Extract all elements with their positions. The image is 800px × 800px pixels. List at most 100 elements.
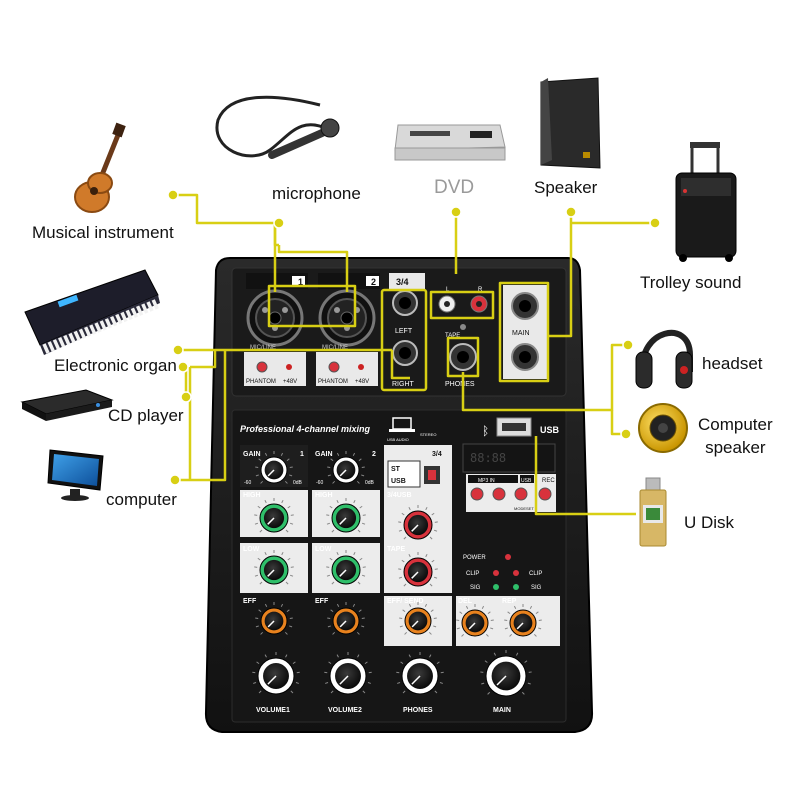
tape-l-label: L bbox=[446, 287, 450, 293]
tape-r-label: R bbox=[478, 287, 483, 293]
mp3in-label: MP3 IN bbox=[478, 478, 495, 484]
next-button[interactable] bbox=[514, 487, 528, 501]
rep-label: REP bbox=[502, 598, 517, 605]
xlr-input-ch2 bbox=[318, 273, 380, 347]
low-knob-ch2[interactable] bbox=[326, 550, 366, 585]
gain-knob-ch1[interactable] bbox=[255, 451, 293, 484]
gain-label-2: GAIN bbox=[315, 451, 333, 458]
rec-button[interactable] bbox=[538, 487, 552, 501]
clip-label-l: CLIP bbox=[466, 571, 479, 577]
high-label-2: HIGH bbox=[315, 492, 333, 499]
mp3-module: 88:88 MP3 IN USB REC MODESET bbox=[462, 443, 556, 512]
main-knob-label: MAIN bbox=[493, 707, 511, 714]
rep-knob[interactable] bbox=[504, 604, 542, 637]
label-dvd: DVD bbox=[434, 177, 475, 198]
low-label-2: LOW bbox=[315, 546, 332, 553]
volume1-knob[interactable] bbox=[252, 652, 300, 695]
jack-34-left-right: 3/4 LEFT RIGHT bbox=[389, 273, 425, 388]
plus48v-label-2: +48V bbox=[355, 379, 369, 385]
strip1-number: 1 bbox=[300, 451, 304, 458]
label-computer-speaker: Computer speaker bbox=[698, 415, 773, 457]
tape-knob[interactable] bbox=[398, 552, 438, 587]
low-knob-ch1[interactable] bbox=[254, 550, 294, 585]
phantom-strip-ch1: MIC/LINE PHANTOM +48V bbox=[244, 345, 306, 386]
main-output-label: MAIN bbox=[512, 330, 530, 337]
plus48v-label-1: +48V bbox=[283, 379, 297, 385]
phantom-strip-ch2: MIC/LINE PHANTOM +48V bbox=[316, 345, 378, 386]
strip34-number: 3/4 bbox=[432, 451, 442, 458]
play-pause-button[interactable] bbox=[470, 487, 484, 501]
tape-label: TAPE bbox=[445, 333, 460, 339]
phones-knob[interactable] bbox=[396, 652, 444, 695]
phantom-label-2: PHANTOM bbox=[318, 379, 348, 385]
usb-mode-label: USB bbox=[521, 478, 532, 484]
main-knob[interactable] bbox=[480, 650, 532, 697]
stereo-label: STEREO bbox=[420, 432, 436, 437]
mic-line-label-2: MIC/LINE bbox=[322, 345, 348, 351]
connector-dots bbox=[167, 189, 661, 486]
clip-label-r: CLIP bbox=[529, 571, 542, 577]
eff-send-label: EFF/ SEND bbox=[387, 598, 424, 605]
laptop-usb-icon: USB AUDIO STEREO bbox=[387, 417, 436, 442]
gain-knob-ch2[interactable] bbox=[327, 451, 365, 484]
gain1-scale-max: 0dB bbox=[293, 480, 303, 486]
st-usb-selector[interactable]: ST USB bbox=[387, 460, 440, 488]
ch34-label: 3/4 bbox=[396, 277, 409, 287]
label-computer: computer bbox=[106, 490, 177, 509]
volume2-knob[interactable] bbox=[324, 652, 372, 695]
modeset-label: MODESET bbox=[514, 506, 534, 511]
del-knob[interactable] bbox=[456, 604, 494, 637]
trolley-speaker-icon bbox=[675, 142, 737, 262]
headset-icon bbox=[635, 329, 693, 389]
phones-jack: PHONES bbox=[445, 343, 477, 388]
prev-button[interactable] bbox=[492, 487, 506, 501]
connector-lines bbox=[173, 193, 655, 516]
computer-speaker-icon bbox=[638, 403, 688, 453]
knobs-group bbox=[252, 451, 542, 697]
tape-rca-inputs: L R TAPE bbox=[438, 287, 488, 339]
volume2-label: VOLUME2 bbox=[328, 707, 362, 714]
volume1-label: VOLUME1 bbox=[256, 707, 290, 714]
mic-line-label-1: MIC/LINE bbox=[250, 345, 276, 351]
high-knob-ch2[interactable] bbox=[326, 498, 366, 533]
eff-send-knob[interactable] bbox=[399, 602, 437, 635]
gain2-scale-min: -60 bbox=[316, 480, 323, 486]
high-knob-ch1[interactable] bbox=[254, 498, 294, 533]
gain-label-1: GAIN bbox=[243, 451, 261, 458]
computer-monitor-icon bbox=[47, 449, 104, 501]
keyboard-icon bbox=[24, 269, 160, 355]
st-label: ST bbox=[391, 466, 401, 473]
svg-text:88:88: 88:88 bbox=[470, 451, 506, 465]
eff-knob-ch2[interactable] bbox=[327, 602, 365, 635]
phones-knob-label: PHONES bbox=[403, 707, 433, 714]
eff-label-1: EFF bbox=[243, 598, 257, 605]
label-musical-instrument: Musical instrument bbox=[32, 223, 174, 242]
cd-player-icon bbox=[20, 389, 114, 421]
label-speaker: Speaker bbox=[534, 178, 598, 197]
gain1-scale-min: -60 bbox=[244, 480, 251, 486]
led-meter: POWER CLIP CLIP SIG SIG bbox=[463, 554, 542, 591]
right-label: RIGHT bbox=[392, 381, 415, 388]
usb34-knob[interactable] bbox=[398, 505, 438, 540]
ch2-label: 2 bbox=[371, 277, 376, 287]
power-label: POWER bbox=[463, 555, 486, 561]
phones-label: PHONES bbox=[445, 381, 475, 388]
phantom-label-1: PHANTOM bbox=[246, 379, 276, 385]
label-microphone: microphone bbox=[272, 184, 361, 203]
microphone-icon bbox=[215, 95, 340, 159]
mixer-title: Professional 4-channel mixing bbox=[240, 424, 371, 434]
label-u-disk: U Disk bbox=[684, 513, 735, 532]
usb34-label: 3/4USB bbox=[387, 492, 412, 499]
label-electronic-organ: Electronic organ bbox=[54, 356, 177, 375]
usb-port-label: USB bbox=[540, 425, 560, 435]
sig-label-r: SIG bbox=[531, 585, 542, 591]
usb-small-label: USB bbox=[391, 478, 406, 485]
label-trolley-sound: Trolley sound bbox=[640, 273, 742, 292]
rec-label: REC bbox=[542, 478, 555, 484]
label-cd-player: CD player bbox=[108, 406, 184, 425]
eff-knob-ch1[interactable] bbox=[255, 602, 293, 635]
speaker-icon bbox=[540, 77, 601, 169]
usb-disk-icon bbox=[639, 477, 667, 547]
usb-audio-label: USB AUDIO bbox=[387, 437, 409, 442]
ch1-label: 1 bbox=[298, 277, 303, 287]
